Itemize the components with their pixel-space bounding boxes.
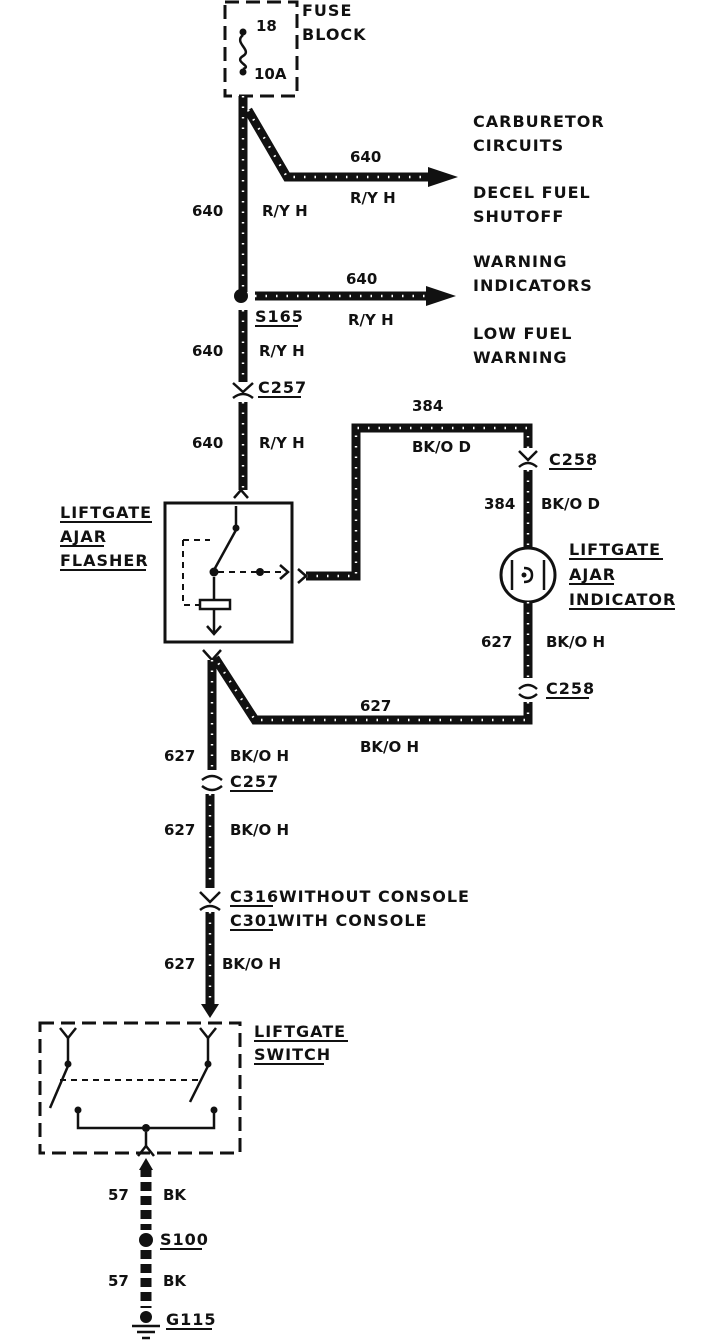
wire-color-ry-h-2: R/Y H <box>350 189 396 207</box>
indicator-label-line1: LIFTGATE <box>569 540 661 559</box>
dest-decel-line2: SHUTOFF <box>473 207 564 226</box>
fuse-block-outline <box>223 0 299 98</box>
fuse-terminal-top <box>239 28 247 36</box>
fuse-rating: 10A <box>254 65 287 83</box>
dest-decel-line1: DECEL FUEL <box>473 183 591 202</box>
ground-g115-icon <box>132 1311 160 1340</box>
connector-c258-label-1: C258 <box>549 450 598 469</box>
splice-s100-label: S100 <box>160 1230 209 1249</box>
wire-color-bko-h-5: BK/O H <box>222 955 281 973</box>
circuit-627-label-5: 627 <box>164 955 195 973</box>
circuit-640-label-2: 640 <box>350 148 381 166</box>
circuit-57-label-2: 57 <box>108 1272 129 1290</box>
dest-lowfuel-line1: LOW FUEL <box>473 324 573 343</box>
wire-color-bko-d-2: BK/O D <box>541 495 600 513</box>
indicator-label-line2: AJAR <box>569 565 616 584</box>
indicator-label-line3: INDICATOR <box>569 590 676 609</box>
wire-627-return <box>211 655 533 725</box>
wire-color-bko-h-3: BK/O H <box>230 747 289 765</box>
circuit-640-label-3: 640 <box>346 270 377 288</box>
circuit-640-label-5: 640 <box>192 434 223 452</box>
fuse-block-label-line2: BLOCK <box>302 25 367 44</box>
connector-c258-lower <box>518 683 538 700</box>
flasher-outline <box>163 501 294 644</box>
connector-c301-note: WITH CONSOLE <box>277 911 427 930</box>
wire-color-bko-h-2: BK/O H <box>360 738 419 756</box>
wire-color-ry-h-3: R/Y H <box>348 311 394 329</box>
wire-640-to-flasher <box>233 402 249 499</box>
connector-c257-label-2: C257 <box>230 772 279 791</box>
switch-outline <box>38 1021 242 1155</box>
connector-c257-upper <box>232 382 254 400</box>
circuit-627-label-3: 627 <box>164 747 195 765</box>
circuit-627-label-2: 627 <box>360 697 391 715</box>
liftgate-ajar-indicator-bulb-icon <box>499 546 557 604</box>
flasher-label-line2: AJAR <box>60 527 107 546</box>
dest-warning-line1: WARNING <box>473 252 568 271</box>
dest-carburetor-line2: CIRCUITS <box>473 136 564 155</box>
wire-57-upper <box>139 1158 153 1230</box>
wire-color-bko-h-4: BK/O H <box>230 821 289 839</box>
wire-640-carburetor-branch <box>244 107 458 187</box>
circuit-384-label-2: 384 <box>484 495 515 513</box>
ground-g115-label: G115 <box>166 1310 217 1329</box>
wire-640-warning-branch <box>255 286 456 306</box>
connector-c258-upper <box>518 450 538 468</box>
splice-s100 <box>139 1233 153 1247</box>
connector-c316-c301 <box>199 891 221 912</box>
wire-color-bk-2: BK <box>163 1272 187 1290</box>
wire-color-bk-1: BK <box>163 1186 187 1204</box>
dest-carburetor-line1: CARBURETOR <box>473 112 605 131</box>
connector-c257-lower <box>201 774 223 792</box>
circuit-627-label-4: 627 <box>164 821 195 839</box>
arrow-warning <box>426 286 456 306</box>
flasher-label-line3: FLASHER <box>60 551 149 570</box>
fuse-number: 18 <box>256 17 277 35</box>
dest-lowfuel-line2: WARNING <box>473 348 568 367</box>
circuit-384-label-1: 384 <box>412 397 443 415</box>
switch-label-line1: LIFTGATE <box>254 1022 346 1041</box>
wire-color-ry-h-4: R/Y H <box>259 342 305 360</box>
arrow-carburetor <box>428 167 458 187</box>
liftgate-ajar-flasher <box>163 501 294 644</box>
wire-color-ry-h-1: R/Y H <box>262 202 308 220</box>
fuse-block-label-line1: FUSE <box>302 1 352 20</box>
wire-color-bko-h-1: BK/O H <box>546 633 605 651</box>
wire-627-to-switch <box>201 912 219 1018</box>
connector-c316-note: WITHOUT CONSOLE <box>279 887 470 906</box>
splice-s165-label: S165 <box>255 307 304 326</box>
liftgate-switch <box>38 1021 242 1157</box>
circuit-640-label-4: 640 <box>192 342 223 360</box>
wire-color-bko-d-1: BK/O D <box>412 438 471 456</box>
connector-c258-label-2: C258 <box>546 679 595 698</box>
fuse-block: 18 10A <box>223 0 299 98</box>
wire-627-flasher-out <box>202 649 222 770</box>
connector-c301-label: C301 <box>230 911 279 930</box>
splice-s165 <box>234 289 248 303</box>
fuse-symbol <box>238 34 248 71</box>
connector-c257-label-1: C257 <box>258 378 307 397</box>
flasher-label-line1: LIFTGATE <box>60 503 152 522</box>
switch-label-line2: SWITCH <box>254 1045 331 1064</box>
circuit-640-label-1: 640 <box>192 202 223 220</box>
circuit-627-label-1: 627 <box>481 633 512 651</box>
connector-c316-label: C316 <box>230 887 279 906</box>
wire-384 <box>297 423 533 584</box>
wire-color-ry-h-5: R/Y H <box>259 434 305 452</box>
fuse-terminal-bottom <box>239 68 247 76</box>
circuit-57-label-1: 57 <box>108 1186 129 1204</box>
dest-warning-line2: INDICATORS <box>473 276 593 295</box>
